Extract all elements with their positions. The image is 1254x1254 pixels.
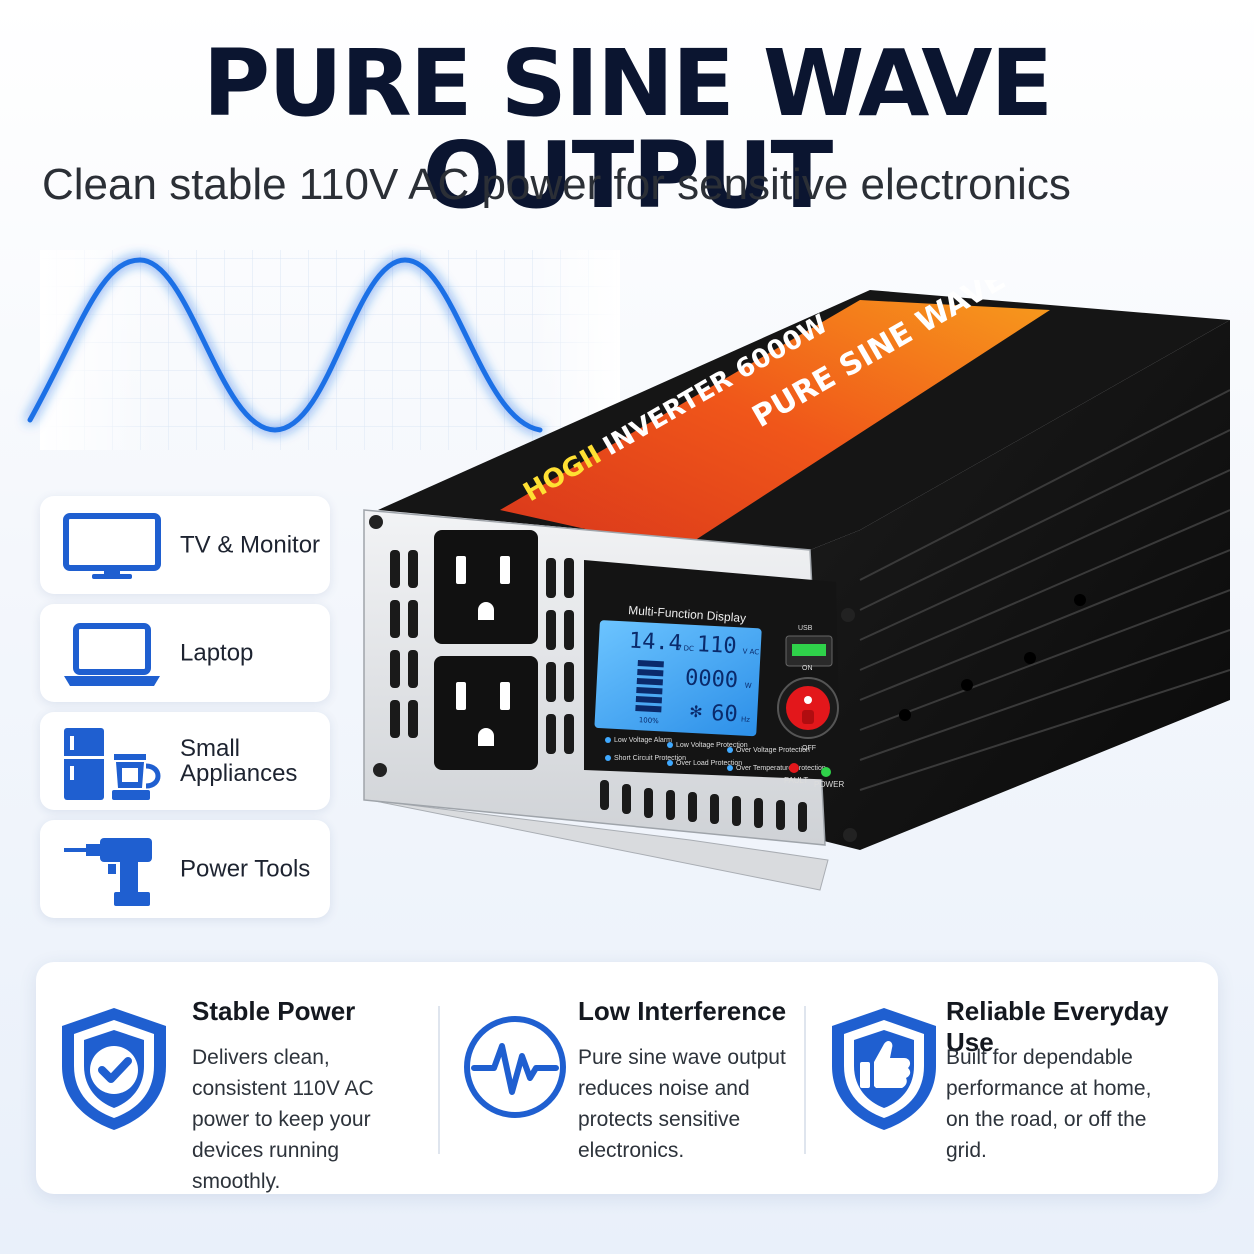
use-case-laptop: Laptop (40, 604, 330, 702)
shield-thumbs-up-icon (832, 1008, 936, 1130)
lcd-frequency-unit: Hz (741, 716, 751, 724)
usb-label: USB (798, 625, 813, 632)
mounting-plate (369, 799, 829, 891)
power-led (821, 767, 831, 777)
features-panel: Stable Power Delivers clean, consistent … (36, 962, 1218, 1194)
use-case-label: TV & Monitor (180, 531, 321, 559)
protection-label: Low Voltage Protection (676, 742, 748, 749)
use-case-label: Small Appliances (180, 734, 298, 787)
lcd-power: 0000 (684, 666, 738, 694)
feature-desc: Pure sine wave output reduces noise and … (578, 1046, 786, 1162)
lcd-battery-bars (635, 660, 664, 713)
lcd-output-unit: V AC (742, 648, 759, 657)
ac-outlet-top[interactable] (434, 530, 538, 644)
protection-label: Short Circuit Protection (614, 755, 686, 762)
fault-label: FAULT (784, 776, 808, 785)
feature-title: Low Interference (578, 996, 787, 1026)
feature-desc: Built for dependable performance at home… (946, 1046, 1152, 1162)
fault-led (789, 763, 799, 773)
fan-icon: ✻ (689, 702, 703, 722)
page-subheadline: Clean stable 110V AC power for sensitive… (42, 160, 1071, 209)
feature-desc: Delivers clean, consistent 110V AC power… (192, 1046, 374, 1193)
use-case-tv: TV & Monitor (40, 496, 330, 594)
protection-label: Over Load Protection (676, 760, 742, 767)
use-case-appliances: Small Appliances (40, 712, 330, 810)
use-case-tools: Power Tools (40, 820, 330, 918)
feature-divider (438, 1006, 440, 1154)
inverter-side-panel (810, 320, 1230, 850)
lcd-power-unit: W (745, 682, 752, 690)
feature-reliable-use: Reliable Everyday Use Built for dependab… (806, 962, 1218, 1194)
sine-wave-line (27, 257, 543, 433)
feature-title: Stable Power (192, 996, 356, 1026)
lcd-frequency: 60 (711, 701, 739, 727)
inverter-device: HOGII INVERTER 6000W PURE SINE WAVE (363, 280, 1230, 891)
feature-divider (804, 1006, 806, 1154)
drill-icon (64, 838, 152, 906)
use-case-label: Power Tools (180, 855, 311, 883)
switch-off-label: OFF (802, 745, 816, 752)
protection-label: Over Voltage Protection (736, 747, 810, 754)
power-led-label: POWER (814, 780, 844, 789)
page-headline: PURE SINE WAVE OUTPUT (202, 30, 1054, 229)
protection-label: Over Temperature Protection (736, 765, 826, 772)
inverter-label-band (500, 300, 1050, 550)
lcd-input-unit: V DC (676, 644, 694, 653)
laptop-icon (64, 623, 160, 686)
feature-title: Reliable Everyday Use (946, 996, 1169, 1057)
lcd-output-voltage: 110 (696, 632, 737, 659)
use-case-label: Laptop (180, 639, 254, 667)
usb-port[interactable] (785, 635, 833, 667)
sine-wave-graphic (27, 250, 620, 450)
protection-label: Low Voltage Alarm (614, 737, 672, 744)
feature-low-interference: Low Interference Pure sine wave output r… (440, 962, 804, 1194)
power-switch[interactable] (777, 677, 839, 739)
tv-icon (63, 513, 161, 579)
lcd-battery-label: 100% (639, 716, 660, 725)
switch-on-label: ON (802, 665, 813, 672)
lcd-display: 14.4 V DC 110 V AC 100% 0000 W ✻ 60 Hz (594, 620, 762, 737)
appliances-icon (64, 728, 161, 800)
lcd-input-voltage: 14.4 (628, 629, 682, 657)
shield-check-icon (62, 1008, 166, 1130)
feature-stable-power: Stable Power Delivers clean, consistent … (36, 962, 436, 1194)
waveform-icon (464, 1016, 566, 1118)
ac-outlet-bottom[interactable] (434, 656, 538, 770)
